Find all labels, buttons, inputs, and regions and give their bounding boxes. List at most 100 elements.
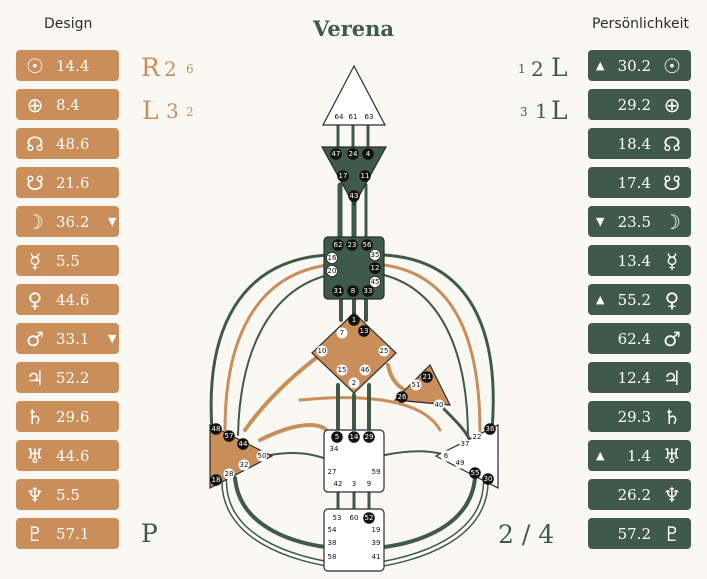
gate-marker xyxy=(348,190,360,202)
gate-marker xyxy=(358,325,370,337)
gate-label: 52 xyxy=(365,514,374,522)
center-throat xyxy=(323,236,385,300)
gate-61: 61 xyxy=(347,111,359,123)
gate-label: 36 xyxy=(486,425,495,433)
gate-marker xyxy=(332,478,344,490)
gate-marker xyxy=(433,399,445,411)
gate-29: 29 xyxy=(363,431,375,443)
sun-icon: ☉ xyxy=(663,53,681,78)
gate-label: 31 xyxy=(334,287,343,295)
gate-6: 6 xyxy=(440,450,452,462)
gate-label: 15 xyxy=(338,366,347,374)
gate-marker xyxy=(363,431,375,443)
gate-label: 35 xyxy=(371,251,380,259)
planet-gate-value: 17.4 xyxy=(617,173,651,192)
gate-marker xyxy=(396,391,408,403)
gate-marker xyxy=(238,459,250,471)
gate-label: 1 xyxy=(352,316,356,324)
personality-top-variable-pre: 1 xyxy=(518,62,526,76)
gate-42: 42 xyxy=(332,478,344,490)
gate-label: 55 xyxy=(471,469,480,477)
gate-51: 51 xyxy=(410,379,422,391)
gate-22: 22 xyxy=(471,431,483,443)
venus-icon: ♀ xyxy=(664,287,680,312)
channel-ego-g xyxy=(386,363,407,392)
gate-20: 20 xyxy=(326,265,338,277)
gate-36: 36 xyxy=(484,423,496,435)
gate-marker xyxy=(471,431,483,443)
gate-label: 10 xyxy=(318,347,327,355)
gate-marker xyxy=(336,327,348,339)
south-node-icon: ☋ xyxy=(663,170,681,195)
gate-16: 16 xyxy=(326,252,338,264)
gate-10: 10 xyxy=(316,345,328,357)
pluto-icon: ♇ xyxy=(26,521,44,546)
design-planet-row: ♃52.2 xyxy=(16,362,119,393)
personality-planet-row: ▲1.4♅ xyxy=(588,440,691,471)
gate-marker xyxy=(347,285,359,297)
gate-label: 21 xyxy=(423,373,432,381)
gate-marker xyxy=(256,450,268,462)
gate-label: 63 xyxy=(365,113,374,121)
gate-label: 29 xyxy=(365,433,374,441)
earth-icon: ⊕ xyxy=(26,92,44,117)
gate-marker xyxy=(454,457,466,469)
planet-gate-value: 5.5 xyxy=(56,485,80,504)
gate-marker xyxy=(370,537,382,549)
direction-arrow-icon: ▲ xyxy=(596,449,605,462)
channel-lines xyxy=(209,123,495,568)
gate-marker xyxy=(326,537,338,549)
jupiter-icon: ♃ xyxy=(663,365,681,390)
gate-53: 53 xyxy=(331,512,343,524)
planet-gate-value: 21.6 xyxy=(56,173,90,192)
gate-marker xyxy=(326,551,338,563)
gate-label: 23 xyxy=(348,241,357,249)
design-top-variable-letter: R xyxy=(141,53,160,82)
channel-spleen-sacral xyxy=(258,423,332,442)
gate-label: 41 xyxy=(372,553,381,561)
channel-throat-sp-outer xyxy=(382,253,495,432)
channel-throat-spleen-mid xyxy=(223,263,330,432)
center-root xyxy=(323,508,385,572)
gate-label: 46 xyxy=(361,366,370,374)
gate-marker xyxy=(369,262,381,274)
gate-25: 25 xyxy=(378,345,390,357)
gate-3: 3 xyxy=(348,478,360,490)
personality-planet-row: ▲30.2☉ xyxy=(588,50,691,81)
direction-arrow-icon: ▼ xyxy=(108,332,117,345)
gate-label: 48 xyxy=(212,425,221,433)
gate-label: 25 xyxy=(380,347,389,355)
channel-sp-root-inner xyxy=(373,468,488,567)
gate-40: 40 xyxy=(433,399,445,411)
planet-gate-value: 12.4 xyxy=(617,368,651,387)
personality-bottom-variable-pre: 3 xyxy=(520,105,528,119)
gate-marker xyxy=(346,239,358,251)
design-planet-row: ♀44.6 xyxy=(16,284,119,315)
gate-marker xyxy=(210,474,222,486)
gate-43: 43 xyxy=(348,190,360,202)
direction-arrow-icon: ▼ xyxy=(596,215,605,228)
personality-bottom-variable-letter: L xyxy=(551,96,568,125)
gate-54: 54 xyxy=(326,524,338,536)
design-planet-row: ♆5.5 xyxy=(16,479,119,510)
gate-marker xyxy=(210,423,222,435)
planet-gate-value: 57.2 xyxy=(617,524,651,543)
gate-marker xyxy=(348,314,360,326)
gate-marker xyxy=(223,430,235,442)
gate-44: 44 xyxy=(237,438,249,450)
personality-planet-row: 18.4☊ xyxy=(588,128,691,159)
gate-31: 31 xyxy=(332,285,344,297)
design-planet-row: ⊕8.4 xyxy=(16,89,119,120)
gate-label: 34 xyxy=(330,445,339,453)
gate-27: 27 xyxy=(326,466,338,478)
channel-ego-sp xyxy=(438,403,472,442)
gate-label: 6 xyxy=(444,452,449,460)
planet-gate-value: 57.1 xyxy=(56,524,90,543)
channel-spleen-g xyxy=(243,353,322,432)
channel-throat-sp-inner xyxy=(383,274,469,439)
gate-marker xyxy=(316,345,328,357)
gate-13: 13 xyxy=(358,325,370,337)
direction-arrow-icon: ▼ xyxy=(108,215,117,228)
gate-marker xyxy=(363,111,375,123)
gate-marker xyxy=(378,345,390,357)
